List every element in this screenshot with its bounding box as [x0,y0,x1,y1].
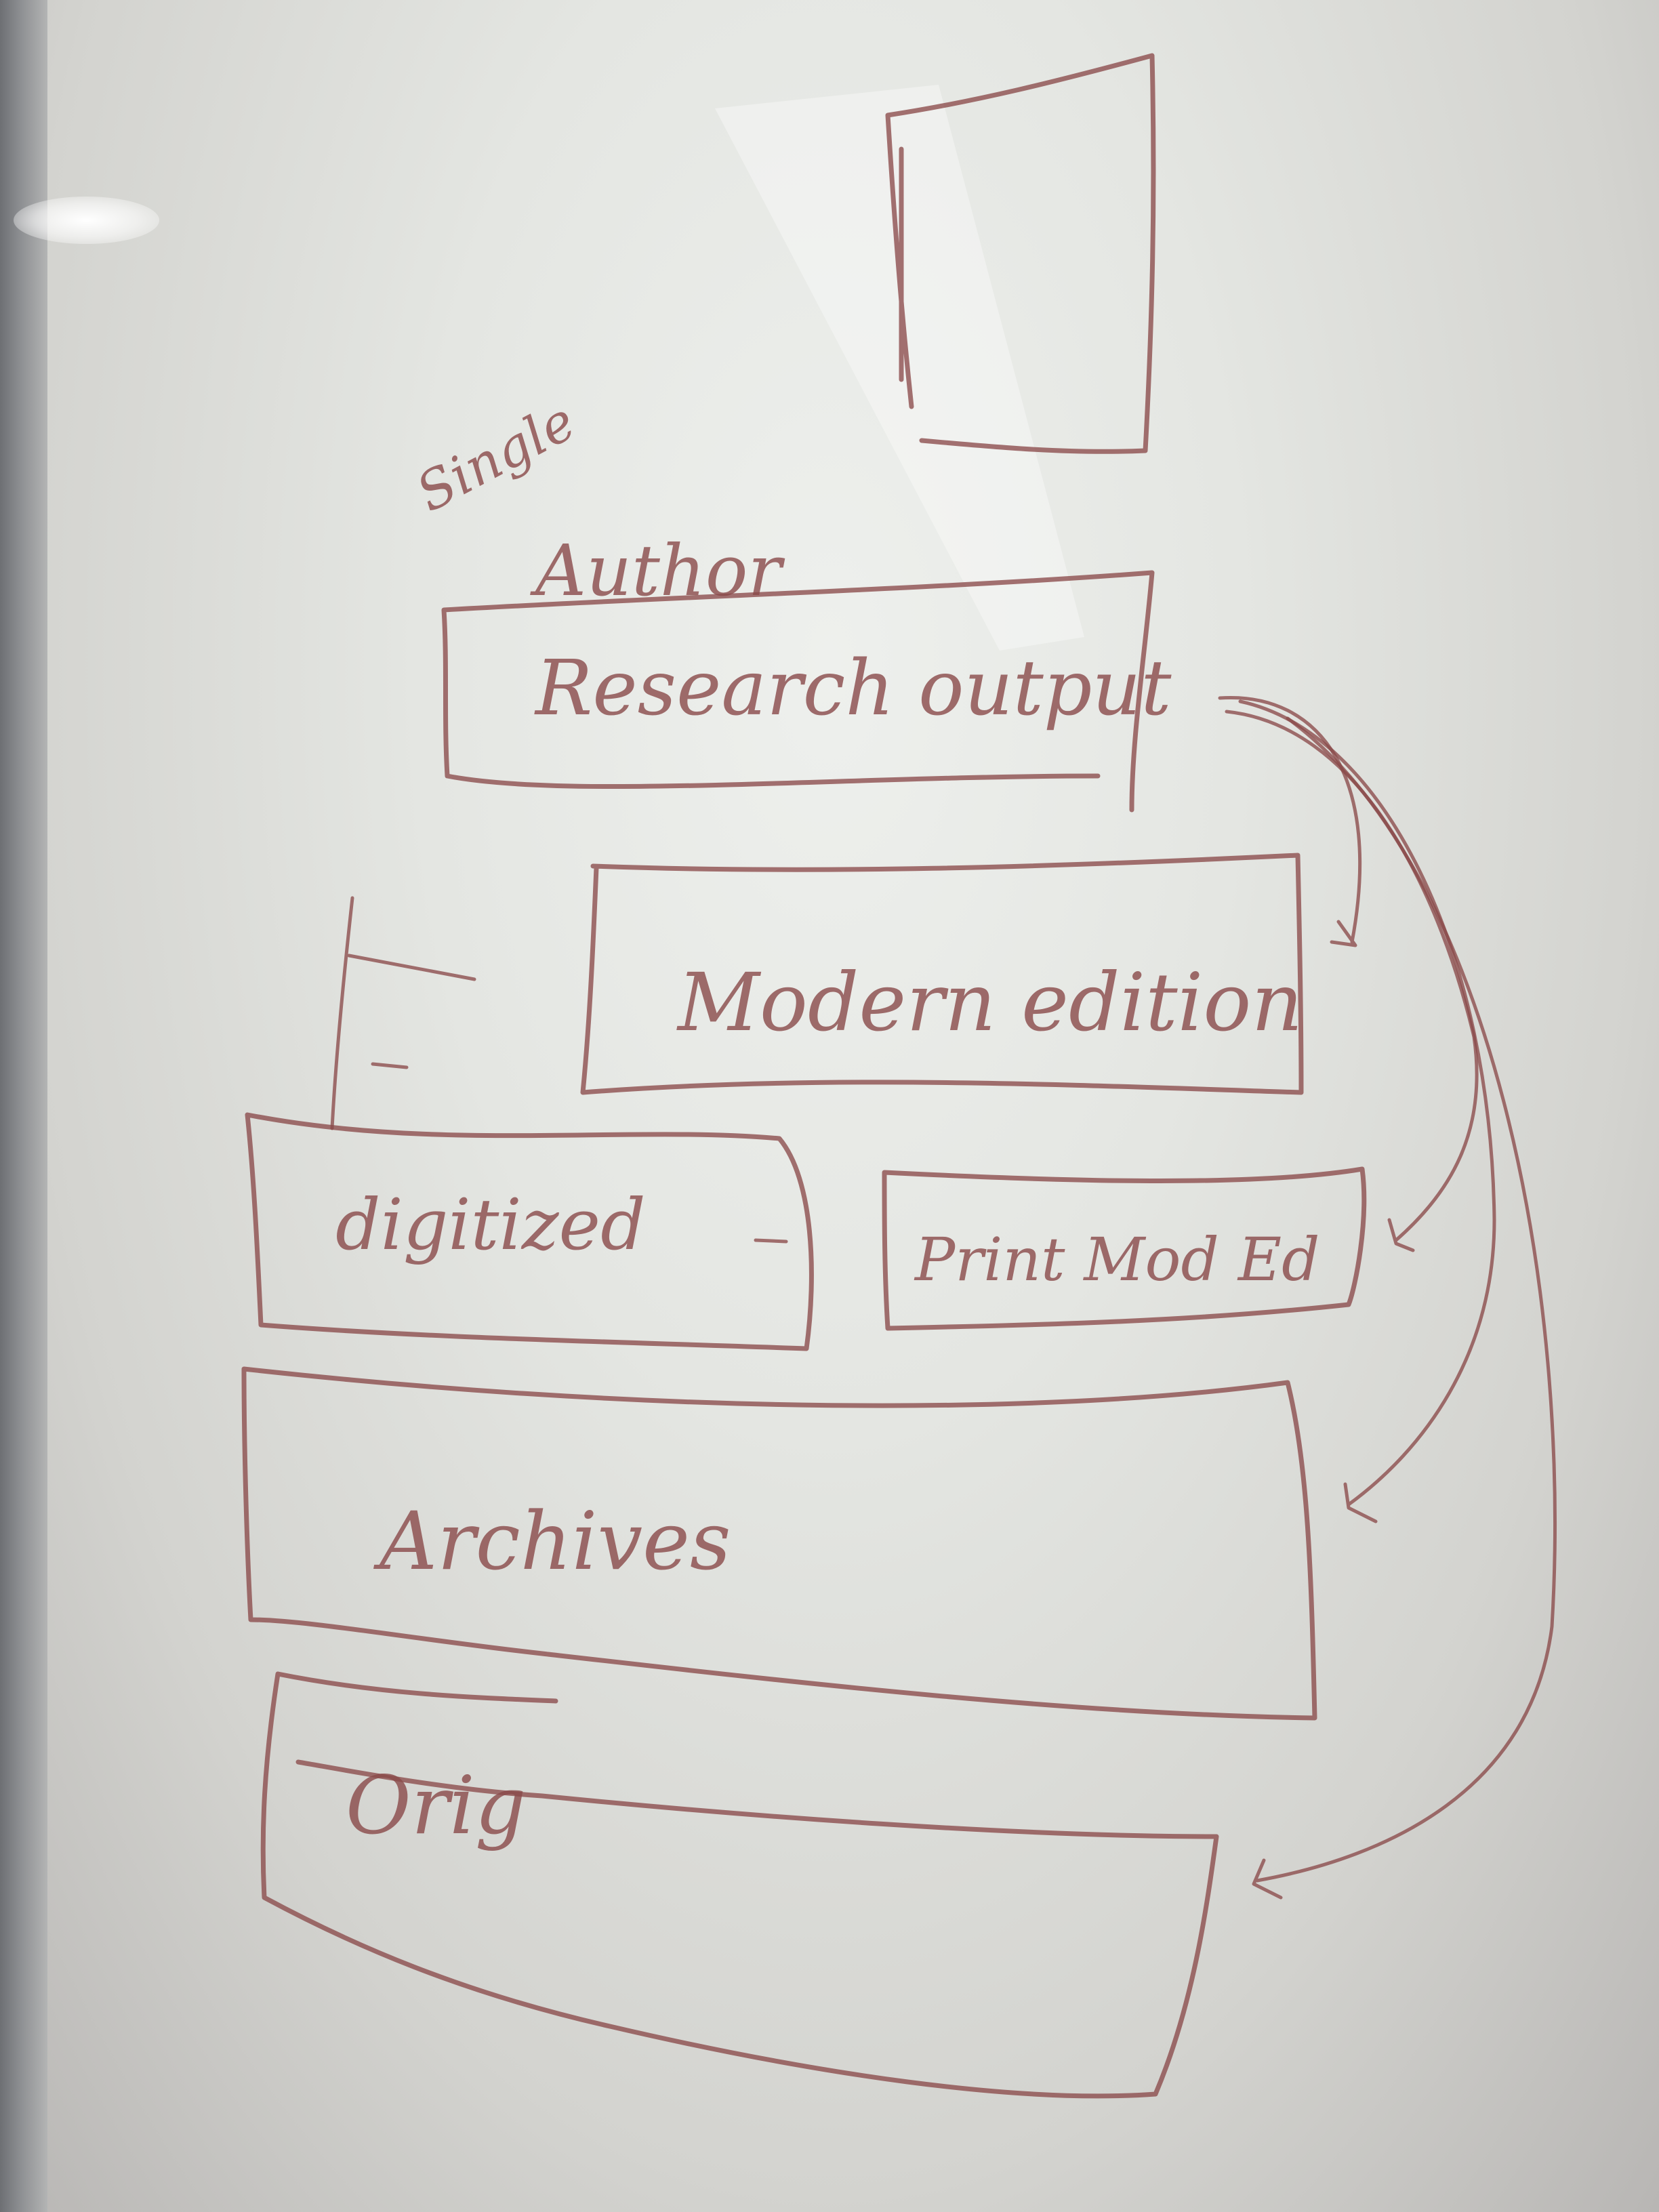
arrow-to-print [1225,710,1479,1252]
arrow-to-archives [1238,699,1496,1523]
research-output-box [441,570,1155,813]
orig-label: Orig [346,1759,527,1852]
modern-edition-label: Modern edition [678,956,1303,1049]
archives-label: Archives [380,1494,731,1588]
whiteboard-frame [0,0,47,2212]
archives-box [241,1366,1317,1721]
arrow-to-orig [1252,716,1557,1900]
print-modern-edition-label: Print Mod Ed [915,1225,1320,1294]
research-output-label: Research output [535,644,1172,733]
side-bracket [330,896,476,1130]
orig-box [260,1671,1219,2099]
print-modern-edition-box [882,1166,1367,1331]
arrow-to-modern-edition [1218,695,1362,947]
modern-edition-box [580,853,1304,1095]
top-sketch-box [885,53,1156,454]
light-glare [14,197,159,244]
digitized-box [245,1112,814,1351]
author-annotation: Author [535,529,782,612]
digitized-label: digitized [335,1183,646,1266]
digitized-connector [754,1238,788,1244]
